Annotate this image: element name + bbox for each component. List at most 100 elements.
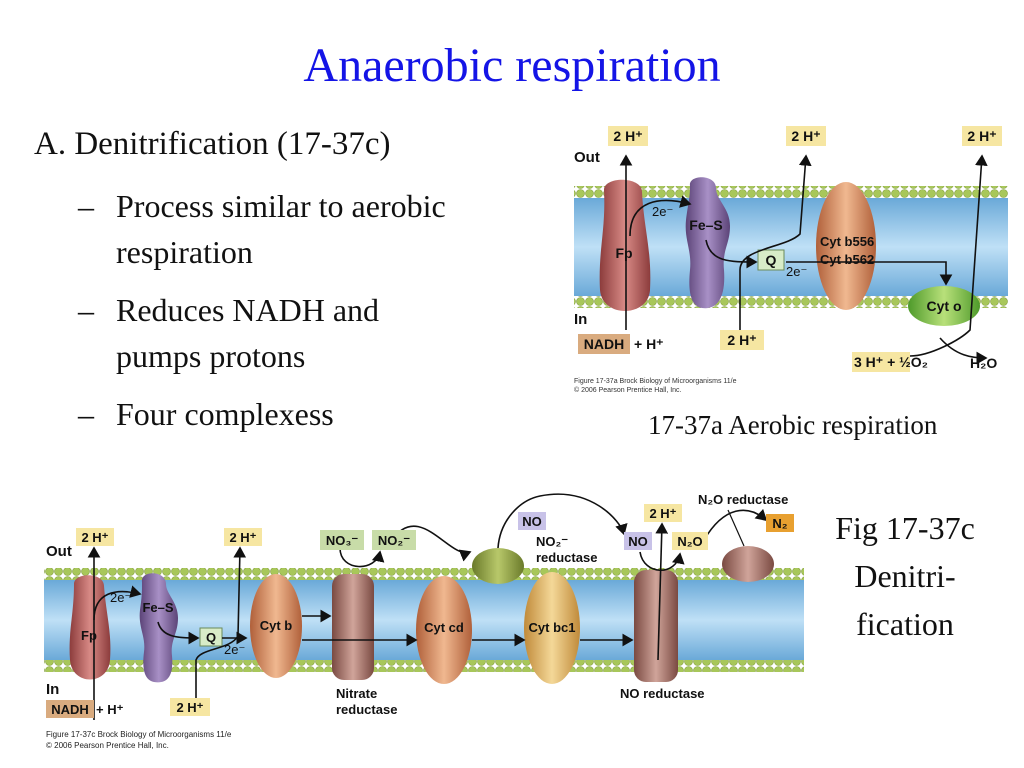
nadh-h-label-c: + H⁺ xyxy=(96,702,124,717)
proton-box-a3 xyxy=(962,126,1002,146)
fig-caption-line-1: Fig 17-37c xyxy=(835,510,975,546)
nadh-label-a: NADH xyxy=(584,336,624,352)
nadh-h-label-a: + H⁺ xyxy=(634,336,664,352)
oxygen-label: 3 H⁺ + ½O₂ xyxy=(854,354,928,370)
q-label-a: Q xyxy=(766,252,777,268)
nitrite-reductase-complex xyxy=(472,548,524,584)
fes-complex-c xyxy=(139,573,178,683)
no-label-2: NO xyxy=(628,534,648,549)
cyt-bc1-label: Cyt bc1 xyxy=(529,620,576,635)
q-label-c: Q xyxy=(206,630,216,645)
proton-label-c1: 2 H⁺ xyxy=(81,530,108,545)
in-label-a: In xyxy=(574,311,587,328)
cyt-b-complex-a xyxy=(816,182,876,310)
credit-c-line-1: Figure 17-37c Brock Biology of Microorga… xyxy=(46,730,232,739)
proton-label-a2: 2 H⁺ xyxy=(791,128,820,144)
cyt-cd-complex xyxy=(416,576,472,684)
heading-denitrification: A. Denitrification (17-37c) xyxy=(34,126,391,162)
proton-box-a1 xyxy=(608,126,648,146)
bullet-1-line-1: Process similar to aerobic xyxy=(116,188,446,224)
no3-box xyxy=(320,530,364,550)
n2-box xyxy=(766,514,794,532)
bullet-2-dash: – xyxy=(78,292,94,328)
bullet-3-line-1: Four complexess xyxy=(116,396,334,432)
no-label-1: NO xyxy=(522,514,542,529)
nadh-box-c xyxy=(46,700,94,718)
cyt-o-complex xyxy=(908,286,980,326)
proton-label-c3: 2 H⁺ xyxy=(649,506,676,521)
no3-label: NO₃⁻ xyxy=(326,533,359,548)
water-arrow xyxy=(939,337,988,365)
proton-in-label-a: 2 H⁺ xyxy=(727,332,756,348)
proton-in-label-c: 2 H⁺ xyxy=(176,700,203,715)
no-box-1 xyxy=(518,512,546,530)
electron-arrow-c2 xyxy=(157,621,200,645)
bullet-2-line-2: pumps protons xyxy=(116,338,306,374)
cyt-b562-label: Cyt b562 xyxy=(820,252,874,267)
no-box-2 xyxy=(624,532,652,550)
proton-label-c2: 2 H⁺ xyxy=(229,530,256,545)
water-label: H₂O xyxy=(970,355,997,371)
no-reductase-label: NO reductase xyxy=(620,686,705,701)
oxygen-box xyxy=(852,352,910,372)
q-box-a xyxy=(757,249,785,271)
fes-label-c: Fe–S xyxy=(142,600,173,615)
out-label-c: Out xyxy=(46,543,72,560)
electron-arrow-a3 xyxy=(786,261,953,286)
diagram-aerobic: Out In Fp Fe–S Cyt b556 Cyt b562 Cyt o Q… xyxy=(574,126,1008,394)
n2-label: N₂ xyxy=(772,516,787,531)
bullet-1-dash: – xyxy=(78,188,94,224)
n2o-reductase-label: N₂O reductase xyxy=(698,492,788,507)
cyt-b-complex-c xyxy=(250,574,302,678)
cyt-o-label: Cyt o xyxy=(927,298,962,314)
nitrate-reductase-label-1: Nitrate xyxy=(336,686,377,701)
n2o-reductase-complex xyxy=(722,546,774,582)
electron-arrow-c1 xyxy=(93,585,142,621)
proton-box-a2 xyxy=(786,126,826,146)
fp-label-a: Fp xyxy=(615,245,632,261)
no2-box xyxy=(372,530,416,550)
caption-aerobic: 17-37a Aerobic respiration xyxy=(648,410,938,440)
no2-label: NO₂⁻ xyxy=(378,533,410,548)
fp-label-c: Fp xyxy=(81,628,97,643)
no-arrow xyxy=(497,493,628,549)
fig-caption-line-2: Denitri- xyxy=(854,558,956,594)
q-box-c xyxy=(199,627,223,647)
cyt-cd-label: Cyt cd xyxy=(424,620,464,635)
cyt-b-label-c: Cyt b xyxy=(260,618,293,633)
no-reductase-complex xyxy=(634,570,678,682)
nadh-label-c: NADH xyxy=(51,702,89,717)
proton-arrow-a2 xyxy=(739,154,812,330)
no2-reductase-label-1: NO₂⁻ xyxy=(536,534,568,549)
n2o-label: N₂O xyxy=(677,534,702,549)
electron-label-c2: 2e⁻ xyxy=(224,642,245,657)
no2-reductase-label-2: reductase xyxy=(536,550,597,565)
proton-arrow-c3 xyxy=(655,522,669,661)
proton-box-c2 xyxy=(224,528,262,546)
fes-label-a: Fe–S xyxy=(689,217,722,233)
fig-caption-line-3: fication xyxy=(856,606,954,642)
in-label-c: In xyxy=(46,681,59,698)
nitrate-arrow xyxy=(339,547,385,568)
proton-label-a1: 2 H⁺ xyxy=(613,128,642,144)
electron-label-a1: 2e⁻ xyxy=(652,204,673,219)
proton-label-a3: 2 H⁺ xyxy=(967,128,996,144)
n2o-reductase-pointer xyxy=(727,509,745,547)
nitrate-reductase-complex xyxy=(332,574,374,680)
proton-in-box-a xyxy=(720,330,764,350)
proton-box-c1 xyxy=(76,528,114,546)
credit-a-line-2: © 2006 Pearson Prentice Hall, Inc. xyxy=(574,386,682,394)
fes-complex-a xyxy=(685,177,730,309)
nadh-box-a xyxy=(578,334,630,354)
electron-arrow-a2 xyxy=(705,239,758,269)
fp-complex-a xyxy=(599,179,651,311)
electron-arrow-a1 xyxy=(629,195,692,237)
membrane-bottom-a xyxy=(574,296,1008,308)
bullet-2-line-1: Reduces NADH and xyxy=(116,292,380,328)
nitrate-reductase-label-2: reductase xyxy=(336,702,397,717)
n2o-box xyxy=(672,532,708,550)
out-label-a: Out xyxy=(574,149,600,166)
electron-label-a2: 2e⁻ xyxy=(786,264,807,279)
credit-a-line-1: Figure 17-37a Brock Biology of Microorga… xyxy=(574,378,737,385)
